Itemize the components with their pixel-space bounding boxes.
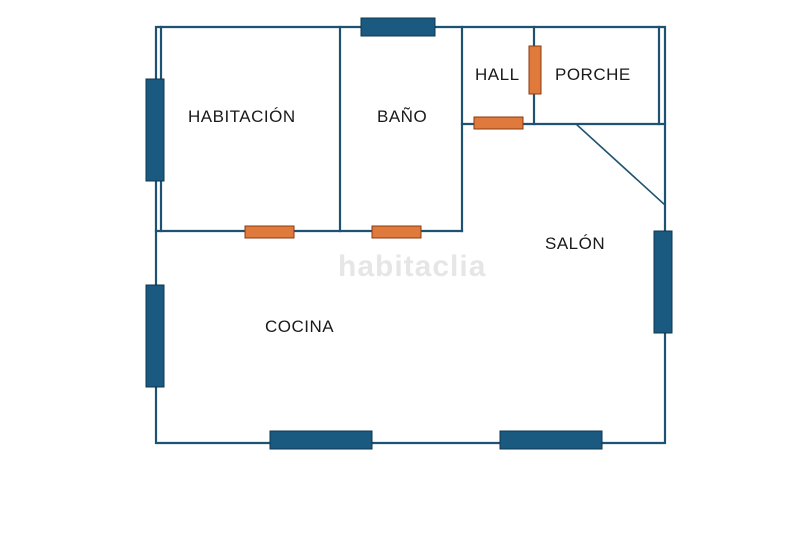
window-bottom-left bbox=[269, 430, 373, 450]
window-bottom-right bbox=[499, 430, 603, 450]
entrance-door-swing bbox=[574, 122, 667, 207]
door-bano bbox=[371, 225, 422, 239]
room-label-habitacion: HABITACIÓN bbox=[188, 107, 296, 126]
room-label-salon: SALÓN bbox=[545, 234, 605, 253]
room-label-porche: PORCHE bbox=[555, 65, 631, 84]
door-hall-salon bbox=[473, 116, 524, 130]
room-label-bano: BAÑO bbox=[377, 107, 427, 126]
window-top bbox=[360, 17, 436, 37]
room-label-cocina: COCINA bbox=[265, 317, 334, 336]
door-habitacion bbox=[244, 225, 295, 239]
window-right bbox=[653, 230, 673, 334]
window-left-lower bbox=[145, 284, 165, 388]
window-left-upper bbox=[145, 78, 165, 182]
door-hall-porche bbox=[528, 45, 542, 95]
watermark: habitaclia bbox=[338, 250, 486, 283]
room-label-hall: HALL bbox=[475, 65, 520, 84]
